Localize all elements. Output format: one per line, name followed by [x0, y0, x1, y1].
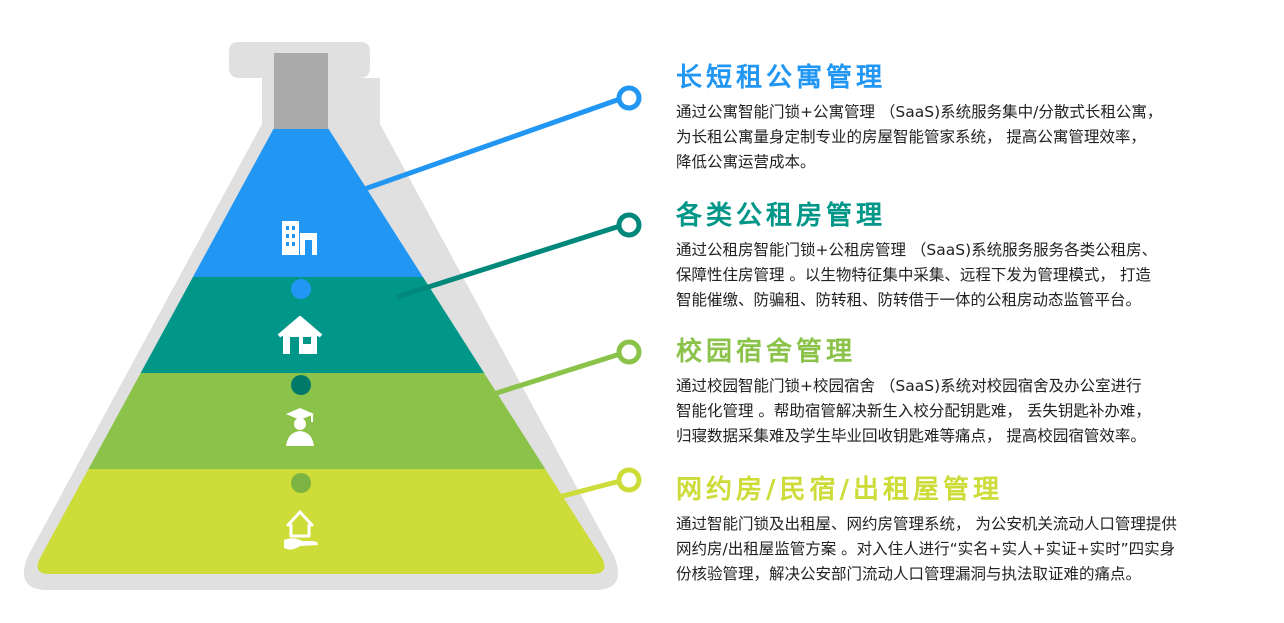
section-campus-dorm: 校园宿舍管理 通过校园智能门锁+校园宿舍 （SaaS)系统对校园宿舍及办公室进行…: [676, 336, 1266, 449]
house-icon: [277, 316, 323, 354]
section-text-line: 智能催缴、防骗租、防转租、防转借于一体的公租房动态监管平台。: [676, 291, 1142, 309]
layer-teal: [37, 277, 605, 373]
building-icon: [282, 221, 317, 255]
leader-end-teal: [616, 212, 642, 238]
connector-dot-lime: [291, 473, 311, 493]
section-text-line: 通过公租房智能门锁+公租房管理 （SaaS)系统服务服务各类公租房、: [676, 241, 1158, 259]
section-text-line: 保障性住房管理 。以生物特征集中采集、远程下发为管理模式， 打造: [676, 266, 1151, 284]
leader-line-green: [464, 351, 621, 406]
neck-empty-fill: [37, 53, 605, 129]
section-title: 长短租公寓管理: [676, 63, 887, 93]
section-text-line: 网约房/出租屋监管方案 。对入住人进行“实名+实人+实证+实时”四实身: [676, 540, 1176, 558]
hand-house-icon: [284, 510, 318, 550]
section-title: 校园宿舍管理: [676, 337, 857, 367]
section-title: 各类公租房管理: [676, 201, 887, 231]
connector-dot-teal: [291, 279, 311, 299]
layer-lime: [37, 469, 605, 574]
section-text-line: 归寝数据采集难及学生毕业回收钥匙难等痛点， 提高校园宿管效率。: [676, 427, 1146, 445]
leader-end-lime: [616, 467, 642, 493]
section-rental-housing: 网约房/民宿/出租屋管理 通过智能门锁及出租屋、网约房管理系统， 为公安机关流动…: [676, 474, 1266, 587]
section-text-line: 份核验管理，解决公安部门流动人口管理漏洞与执法取证难的痛点。: [676, 565, 1142, 583]
section-text-line: 通过公寓智能门锁+公寓管理 （SaaS)系统服务集中/分散式长租公寓，: [676, 103, 1163, 121]
leader-line-blue: [341, 96, 621, 200]
section-text-line: 通过智能门锁及出租屋、网约房管理系统， 为公安机关流动人口管理提供: [676, 515, 1177, 533]
section-text-line: 智能化管理 。帮助宿管解决新生入校分配钥匙难， 丢失钥匙补办难，: [676, 402, 1151, 420]
leader-end-green: [616, 339, 642, 365]
layer-blue: [37, 129, 605, 277]
leader-line-teal: [396, 223, 621, 300]
section-title: 网约房/民宿/出租屋管理: [676, 475, 1003, 505]
section-text-line: 降低公寓运营成本。: [676, 153, 816, 171]
section-text-line: 通过校园智能门锁+校园宿舍 （SaaS)系统对校园宿舍及办公室进行: [676, 377, 1142, 395]
graduate-icon: [286, 408, 314, 446]
leader-end-blue: [616, 85, 642, 111]
connector-dot-green: [291, 375, 311, 395]
leader-line-lime: [535, 478, 621, 506]
section-text-line: 为长租公寓量身定制专业的房屋智能管家系统， 提高公寓管理效率，: [676, 128, 1146, 146]
section-public-rental: 各类公租房管理 通过公租房智能门锁+公租房管理 （SaaS)系统服务服务各类公租…: [676, 200, 1266, 313]
section-apartment: 长短租公寓管理 通过公寓智能门锁+公寓管理 （SaaS)系统服务集中/分散式长租…: [676, 62, 1266, 175]
